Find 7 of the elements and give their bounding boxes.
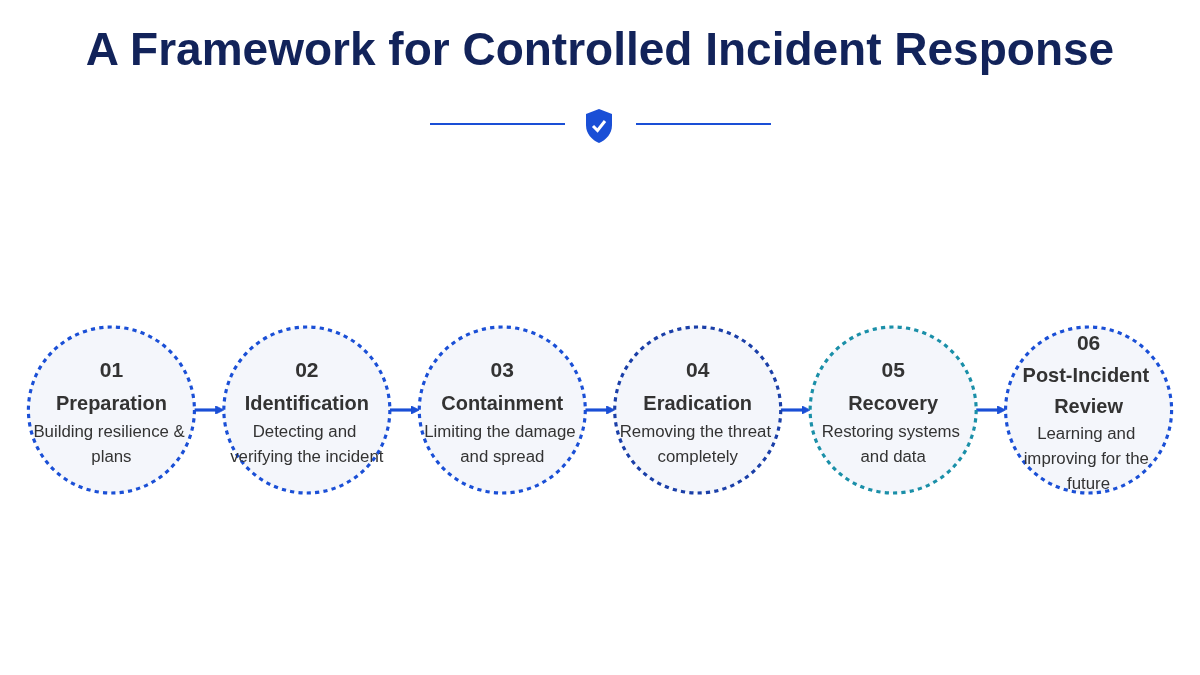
node-circle: 02 Identification Detecting and verifying the incident bbox=[222, 325, 392, 495]
node-circle: 06 Post-Incident Review Learning and improving for the future bbox=[1004, 325, 1174, 495]
node-circle: 01 Preparation Building resilience & plans bbox=[26, 325, 196, 495]
node-circle: 03 Containment Limiting the damage and spread bbox=[417, 325, 587, 495]
title: A Framework for Controlled Incident Response bbox=[84, 22, 1116, 76]
node-circle: 04 Eradication Removing the threat completely bbox=[613, 325, 783, 495]
node-circle: 05 Recovery Restoring systems and data bbox=[808, 325, 978, 495]
